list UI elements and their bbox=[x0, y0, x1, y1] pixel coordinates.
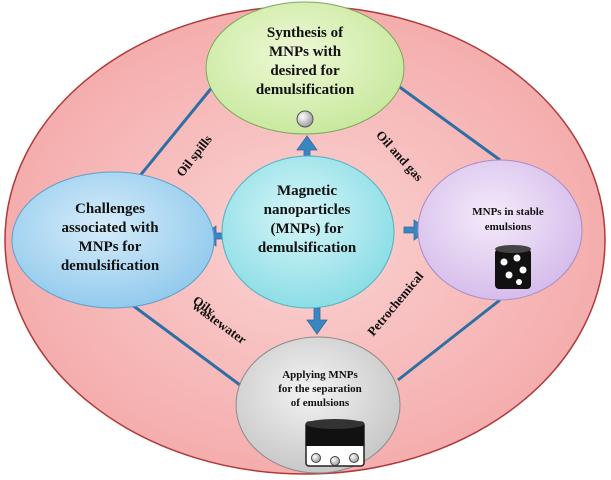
arrow-down bbox=[306, 307, 328, 335]
left-node-line: demulsification bbox=[60, 258, 160, 274]
left-node-line: Challenges bbox=[74, 201, 145, 217]
center-node-circle bbox=[221, 155, 395, 309]
sphere-icon bbox=[296, 110, 314, 128]
center-node-line: Magnetic bbox=[277, 183, 337, 199]
connector-top-right bbox=[389, 78, 501, 162]
left-node-line: associated with bbox=[61, 220, 159, 236]
right-node-line: MNPs in stable bbox=[472, 206, 544, 218]
bottom-node-label: Applying MNPs for the separation of emul… bbox=[250, 360, 390, 418]
top-node-line: MNPs with bbox=[268, 44, 342, 60]
left-node-circle bbox=[11, 171, 215, 309]
bottom-node-line: for the separation bbox=[278, 383, 362, 395]
center-node-label: Magnetic nanoparticles (MNPs) for demuls… bbox=[232, 172, 382, 268]
center-node-line: nanoparticles bbox=[263, 202, 351, 218]
top-node-line: Synthesis of bbox=[266, 25, 344, 41]
right-node-circle bbox=[417, 159, 583, 301]
center-node-line: (MNPs) for bbox=[270, 221, 344, 237]
left-node-line: MNPs for bbox=[78, 239, 142, 255]
center-node-line: demulsification bbox=[257, 240, 357, 256]
left-node-label: Challenges associated with MNPs for demu… bbox=[30, 196, 190, 280]
connector-right-bottom bbox=[397, 298, 501, 382]
top-node-circle bbox=[205, 1, 405, 135]
top-node-label: Synthesis of MNPs with desired for demul… bbox=[215, 18, 395, 106]
top-node-line: desired for bbox=[270, 63, 340, 79]
magnet-beaker-icon bbox=[305, 419, 365, 467]
top-node-line: demulsification bbox=[255, 82, 355, 98]
bottom-node-line: Applying MNPs bbox=[282, 369, 358, 381]
beaker-with-particles-icon bbox=[495, 245, 531, 289]
bottom-node-line: of emulsions bbox=[290, 397, 350, 409]
right-node-label: MNPs in stable emulsions bbox=[438, 198, 578, 242]
right-node-line: emulsions bbox=[484, 221, 532, 233]
